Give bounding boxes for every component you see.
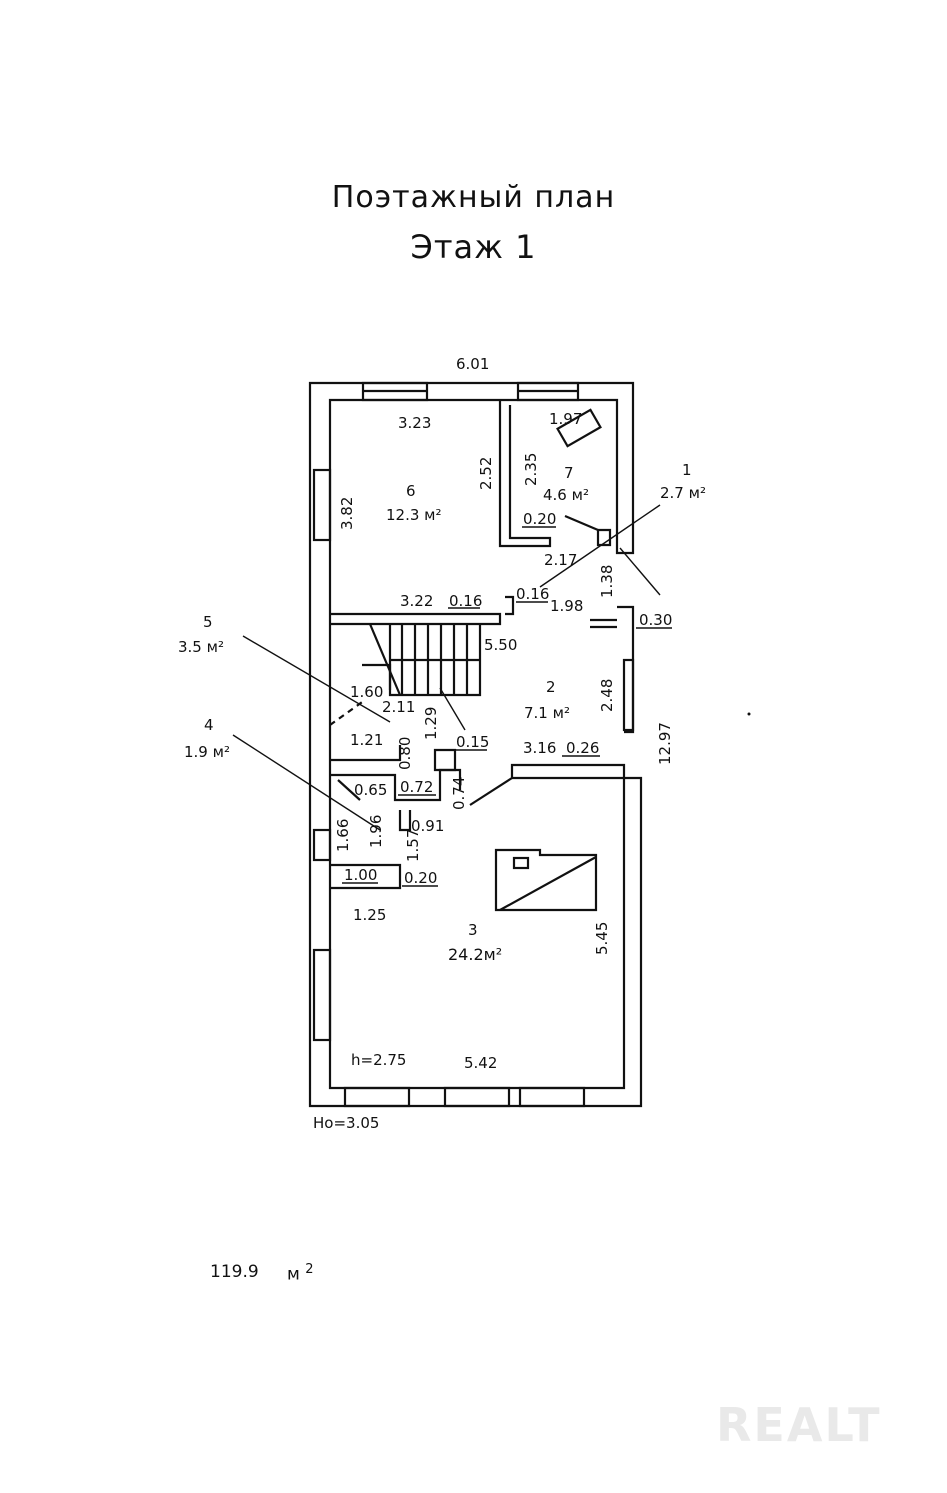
dim-label: 2.48 — [598, 679, 616, 712]
leader-5 — [242, 635, 391, 723]
stair-landing — [362, 663, 392, 690]
total-area-value: 119.9 — [210, 1262, 259, 1282]
unit-text: м — [287, 1264, 300, 1285]
dim-label: 1.66 — [334, 819, 352, 852]
dim-label: 6.01 — [456, 355, 489, 373]
dim-label: 1.98 — [550, 597, 583, 615]
table-diagonal — [499, 856, 597, 911]
wall-room-4 — [330, 768, 462, 802]
room-7-area: 4.6 м² — [543, 486, 589, 504]
dim-label: 0.20 — [404, 869, 437, 887]
dim-label: 1.57 — [404, 829, 422, 862]
dim-label: 1.38 — [598, 565, 616, 598]
window-bottom-2 — [443, 1086, 511, 1108]
dim-label: 2.35 — [522, 453, 540, 486]
dim-label: 3.22 — [400, 592, 433, 610]
dim-label: 1.25 — [353, 906, 386, 924]
vent — [596, 528, 612, 547]
room-5-number: 5 — [203, 613, 213, 631]
room-5-area: 3.5 м² — [178, 638, 224, 656]
table — [494, 848, 598, 912]
dim-label: 0.20 — [523, 510, 556, 528]
room-6-area: 12.3 м² — [386, 506, 442, 524]
dim-label: 0.72 — [400, 778, 433, 796]
room-3-area: 24.2м² — [448, 945, 502, 964]
table-item — [512, 856, 530, 870]
wall-stub-2 — [398, 810, 412, 832]
room-1-area: 2.7 м² — [660, 484, 706, 502]
dim-label: 3.23 — [398, 414, 431, 432]
dim-label: 1.60 — [350, 683, 383, 701]
dim-label: 1.00 — [344, 866, 377, 884]
dim-label: 1.97 — [549, 410, 582, 428]
dim-label: 5.50 — [484, 636, 517, 654]
outer-wall — [308, 381, 643, 1108]
door-4 — [337, 779, 361, 801]
room-2-area: 7.1 м² — [524, 704, 570, 722]
room-6-number: 6 — [406, 482, 416, 500]
total-area-unit: м 2 — [287, 1262, 314, 1285]
window-bottom-1 — [343, 1086, 411, 1108]
dim-label: 3.16 — [523, 739, 556, 757]
window-left-2 — [312, 828, 332, 862]
leader-4 — [232, 734, 381, 831]
plan-title: Поэтажный план — [331, 180, 616, 215]
wall-room-4-bottom — [330, 863, 402, 890]
dim-label: 2.11 — [382, 698, 415, 716]
dim-label: 12.97 — [656, 722, 674, 765]
unit-power: 2 — [305, 1262, 314, 1277]
wall-room-7 — [498, 400, 552, 548]
room-3-number: 3 — [468, 921, 478, 939]
dim-label: 0.65 — [354, 781, 387, 799]
room-7-number: 7 — [564, 464, 574, 482]
room-2-number: 2 — [546, 678, 556, 696]
dim-label: 1.29 — [422, 707, 440, 740]
dim-label: 0.16 — [449, 592, 482, 610]
dim-label: 0.30 — [639, 611, 672, 629]
dim-label: 0.74 — [450, 777, 468, 810]
dim-label: 0.91 — [411, 817, 444, 835]
dim-label: 1.21 — [350, 731, 383, 749]
dim-label: 1.96 — [367, 815, 385, 848]
dim-label: 5.45 — [593, 922, 611, 955]
dim-label: 2.17 — [544, 551, 577, 569]
boiler — [556, 408, 602, 448]
dim-label: 0.26 — [566, 739, 599, 757]
room-1-number: 1 — [682, 461, 692, 479]
window-left-1 — [312, 468, 332, 542]
room-4-area: 1.9 м² — [184, 743, 230, 761]
leader-0-15 — [439, 687, 466, 731]
wall-room-3 — [510, 763, 626, 780]
leader-0-30 — [619, 547, 661, 596]
window-left-3 — [312, 948, 332, 1042]
dim-label: 3.82 — [338, 497, 356, 530]
dim-label: 0.16 — [516, 585, 549, 603]
floor-label: Этаж 1 — [410, 228, 537, 266]
stair-arrow — [368, 623, 402, 696]
door-7 — [564, 514, 599, 532]
window-bottom-3 — [518, 1086, 586, 1108]
dim-label: 0.80 — [396, 737, 414, 770]
door-3 — [469, 777, 513, 806]
dim-label: 0.15 — [456, 733, 489, 751]
column-2 — [433, 748, 457, 772]
leader-1 — [539, 504, 661, 588]
speck — [747, 712, 751, 716]
dim-label: 2.52 — [477, 457, 495, 490]
wall-room-5 — [330, 745, 402, 762]
room-height-label: h=2.75 — [351, 1051, 406, 1069]
window-right-1 — [622, 658, 635, 732]
room-4-number: 4 — [204, 716, 214, 734]
dim-label: 5.42 — [464, 1054, 497, 1072]
watermark-logo: REALT — [716, 1398, 882, 1452]
floor-height-label: Hо=3.05 — [313, 1114, 379, 1132]
wall-room-6 — [330, 612, 502, 626]
column — [505, 595, 515, 616]
